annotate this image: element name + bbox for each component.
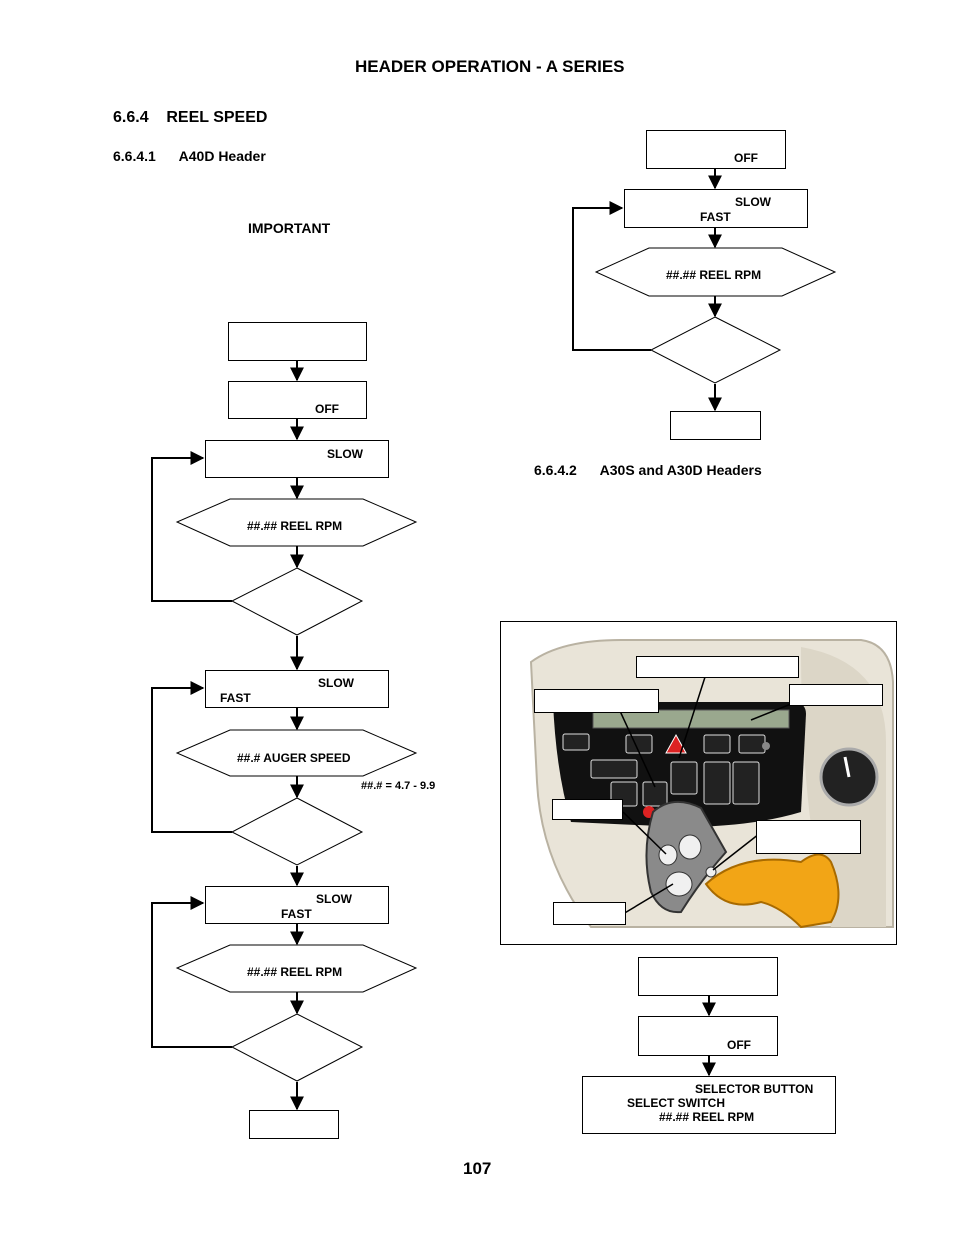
left-box-4-fast: FAST <box>220 691 251 705</box>
left-step-box-3: SLOW <box>205 440 389 478</box>
left-box-2-off: OFF <box>315 402 339 416</box>
left-diamond-2 <box>230 797 364 866</box>
left-step-box-1 <box>228 322 367 361</box>
callout-top-center <box>636 656 799 678</box>
bottom-step-box-1 <box>638 957 778 996</box>
right-step-box-1: OFF <box>646 130 786 169</box>
callout-left-middle <box>552 799 623 820</box>
page-number: 107 <box>463 1159 492 1178</box>
left-hex-1 <box>175 498 418 547</box>
left-hex-3 <box>175 944 418 993</box>
callout-left-upper <box>534 689 659 713</box>
page-header-title: HEADER OPERATION - A SERIES <box>355 57 625 76</box>
final-select-switch: SELECT SWITCH <box>627 1096 725 1110</box>
right-diamond <box>649 316 782 384</box>
left-diamond-3 <box>230 1013 364 1082</box>
section-title: 6.6.4 REEL SPEED <box>113 109 268 126</box>
final-selector-button: SELECTOR BUTTON <box>695 1082 814 1096</box>
right-hex <box>594 247 837 297</box>
callout-right-lower <box>756 820 861 854</box>
right-hex-label: ##.## REEL RPM <box>666 268 762 282</box>
left-step-box-5: SLOW FAST <box>205 886 389 924</box>
left-end-box <box>249 1110 339 1139</box>
left-hex-2 <box>175 729 418 777</box>
right-end-box <box>670 411 761 440</box>
left-box-5-slow: SLOW <box>316 892 352 906</box>
subsection-a40d-title: 6.6.4.1 A40D Header <box>113 148 266 164</box>
callout-right-upper <box>789 684 883 706</box>
final-reel-rpm: ##.## REEL RPM <box>659 1110 755 1124</box>
important-label: IMPORTANT <box>248 220 331 236</box>
console-illustration <box>529 639 894 929</box>
left-box-4-slow: SLOW <box>318 676 354 690</box>
bottom-final-box: SELECTOR BUTTON SELECT SWITCH ##.## REEL… <box>582 1076 836 1134</box>
right-box-2-slow: SLOW <box>735 195 771 209</box>
subsection-a30-title: 6.6.4.2 A30S and A30D Headers <box>534 462 762 478</box>
right-step-box-2: SLOW FAST <box>624 189 808 228</box>
left-step-box-4: SLOW FAST <box>205 670 389 708</box>
left-diamond-1 <box>230 567 364 636</box>
right-box-2-fast: FAST <box>700 210 731 224</box>
right-box-1-off: OFF <box>734 151 758 165</box>
left-step-box-2: OFF <box>228 381 367 419</box>
bottom-box-2-off: OFF <box>727 1038 751 1052</box>
left-hex-2-label: ##.# AUGER SPEED <box>237 751 351 765</box>
callout-left-lower <box>553 902 626 925</box>
left-box-3-slow: SLOW <box>327 447 363 461</box>
left-box-5-fast: FAST <box>281 907 312 921</box>
bottom-step-box-2: OFF <box>638 1016 778 1056</box>
left-hex-3-label: ##.## REEL RPM <box>247 965 343 979</box>
auger-speed-range: ##.# = 4.7 - 9.9 <box>361 780 436 792</box>
left-hex-1-label: ##.## REEL RPM <box>247 519 343 533</box>
